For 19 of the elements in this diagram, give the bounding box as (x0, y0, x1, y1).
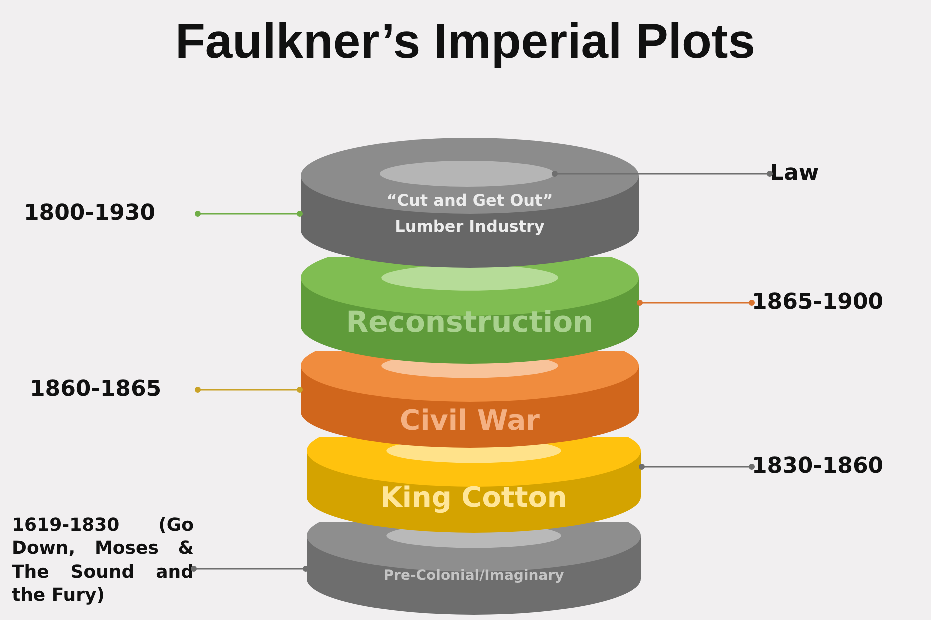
layer-label: “Cut and Get Out” Lumber Industry (386, 190, 554, 238)
layer-label: King Cotton (380, 480, 568, 516)
leader-line (552, 171, 773, 177)
leader-line (195, 387, 303, 393)
title: Faulkner’s Imperial Plots (174, 14, 757, 70)
layer-label: Reconstruction (345, 304, 595, 340)
date-label: 1619-1830 (Go Down, Moses & The Sound and the Fury) (12, 514, 194, 608)
leader-line (191, 566, 309, 572)
layer-label: Pre-Colonial/Imaginary (382, 567, 566, 586)
date-label: 1860-1865 (30, 376, 198, 405)
date-label: 1800-1930 (24, 200, 198, 229)
leader-line (195, 211, 303, 217)
inner-ellipse (380, 161, 555, 187)
date-label: Law (770, 160, 850, 189)
leader-line (639, 464, 755, 470)
date-label: 1865-1900 (752, 289, 928, 318)
layer-label: Civil War (399, 403, 541, 439)
date-label: 1830-1860 (752, 453, 928, 482)
leader-line (637, 300, 755, 306)
